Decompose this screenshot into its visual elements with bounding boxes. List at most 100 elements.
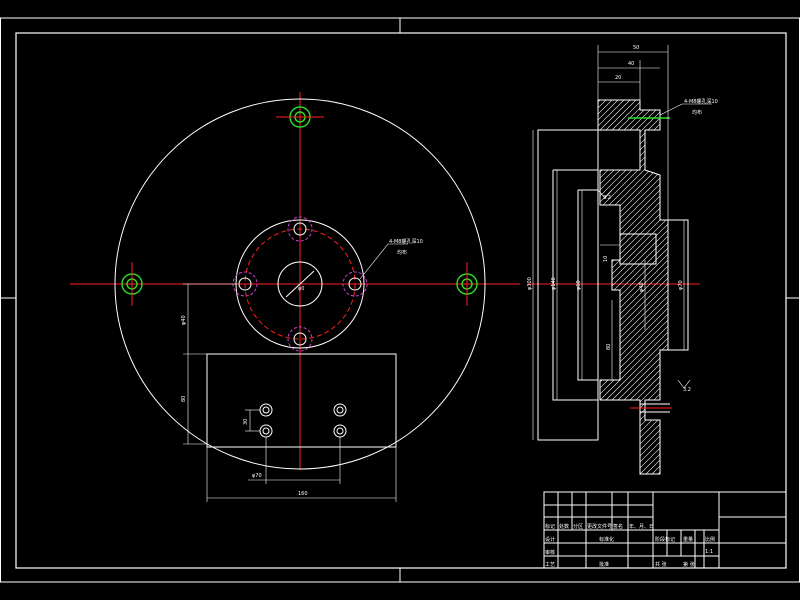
- tb-label-count: 处数: [559, 523, 569, 530]
- roughness-symbol-2: [677, 379, 691, 389]
- hatch-line: [598, 100, 668, 123]
- hatch-line: [598, 293, 668, 405]
- tb-label-mark: 标记: [545, 523, 555, 530]
- tb-sheet-no: 第 张: [683, 561, 695, 568]
- front-hole-callout: 4-M8螺孔深10: [389, 238, 423, 245]
- tb-stage: 阶段标记: [655, 536, 675, 543]
- hatch-line: [590, 0, 700, 92]
- dim-small-label: 10: [603, 256, 609, 262]
- hatch-line: [598, 413, 668, 474]
- hatch-line: [598, 383, 668, 474]
- hatch-line: [590, 0, 700, 86]
- hatch-line: [590, 0, 700, 74]
- hatch-line: [598, 161, 668, 273]
- hatch-line: [598, 425, 668, 474]
- inner-border: [15, 32, 787, 569]
- hatch-line: [590, 0, 700, 98]
- side-dimensions: 50 40 20 4-M8螺孔深10 均布 φ300 φ140 φ60 80 φ…: [527, 45, 718, 440]
- plate-hole-3: [333, 403, 347, 417]
- roughness-2-label: 3.2: [683, 387, 691, 393]
- side-hole-callout: 4-M8螺孔深10: [684, 98, 718, 105]
- hub-hole-counterbore-bottom: [287, 326, 313, 352]
- dim-overall-label: φ300: [527, 277, 533, 290]
- hatch-line: [598, 437, 668, 474]
- hatch-line: [590, 0, 700, 26]
- roughness-symbol-1: [597, 189, 613, 199]
- flange-outer: [537, 129, 599, 441]
- plate-hole-2: [259, 424, 273, 438]
- hatch-line: [598, 299, 668, 411]
- tb-weight: 重量: [683, 536, 693, 543]
- plate-hole-4-inner: [336, 427, 344, 435]
- dim-step-label: 80: [606, 344, 612, 350]
- side-leader: [659, 103, 683, 116]
- tb-label-date: 年、月、日: [629, 523, 654, 530]
- internal-insert: [619, 233, 657, 265]
- plate-hole-1: [259, 403, 273, 417]
- dim-bottom-width-label: 160: [298, 491, 308, 497]
- hub-hole-counterbore-top: [287, 216, 313, 242]
- hatch-line: [598, 100, 668, 129]
- front-hole-callout-2: 均布: [397, 249, 407, 256]
- dim-top-3-label: 20: [615, 75, 621, 81]
- front-dimensions: φ40 80 30 φ70 160: [181, 283, 397, 502]
- hatch-line: [598, 455, 668, 474]
- hatch-line: [598, 377, 668, 474]
- lower-plate-holes: [259, 403, 347, 438]
- hatch-line: [598, 100, 668, 135]
- hub-bolt-circle: [244, 228, 356, 340]
- hub-hole-right: [348, 277, 362, 291]
- mounting-holes: [121, 106, 478, 306]
- side-hole-callout-2: 均布: [692, 109, 702, 116]
- tb-scale: 比例: [705, 536, 715, 543]
- hatch-line: [590, 0, 700, 32]
- bore-label: φ0: [298, 286, 304, 292]
- tb-process: 工艺: [545, 562, 555, 568]
- hatch-line: [598, 100, 668, 141]
- hatch-line: [598, 100, 668, 147]
- lower-plate-outline: [206, 353, 397, 448]
- dim-boss-label: φ70: [678, 280, 684, 290]
- hub-hole-left: [238, 277, 252, 291]
- tb-label-sign: 签名: [613, 523, 623, 530]
- hub-hole-top: [293, 222, 307, 236]
- hatch-line: [598, 419, 668, 474]
- side-view: 50 40 20 4-M8螺孔深10 均布 φ300 φ140 φ60 80 φ…: [527, 0, 718, 475]
- section-outline: [597, 99, 669, 475]
- dim-hole-width-label: φ70: [252, 473, 262, 479]
- hatch-line: [590, 0, 700, 50]
- hatch-line: [598, 365, 668, 474]
- tb-designer: 设计: [545, 536, 555, 543]
- flange-inner-step: [577, 189, 598, 381]
- outer-border: [0, 17, 800, 583]
- front-leader-line: [359, 243, 389, 280]
- dim-hole-spacing-label: 30: [243, 419, 249, 425]
- hub-hole-counterbore-right: [342, 271, 368, 297]
- tb-standard: 标准化: [599, 536, 614, 543]
- tb-label-change: 更改文件号: [587, 523, 612, 530]
- hatch-line: [590, 0, 700, 68]
- dim-top-1-label: 50: [633, 45, 639, 51]
- tb-checker: 审核: [545, 549, 555, 556]
- hatch-line: [590, 0, 700, 14]
- right-boss: [667, 219, 689, 351]
- hatch-line: [590, 0, 700, 20]
- roughness-1-label: 3.2: [603, 195, 611, 201]
- tb-label-zone: 分区: [573, 523, 583, 530]
- hatch-line: [598, 305, 668, 417]
- dim-inner-2-label: φ60: [576, 280, 582, 290]
- hatch-line: [590, 0, 700, 44]
- dim-bore-label: φ40: [639, 282, 645, 292]
- plate-hole-4: [333, 424, 347, 438]
- front-view: φ0 4-M8螺孔深10 均布: [70, 92, 520, 502]
- hatch-line: [590, 0, 700, 56]
- tb-scale-value: 1:1: [705, 549, 713, 555]
- hatch-line: [590, 0, 700, 8]
- hatch-line: [598, 100, 668, 111]
- dim-top-2-label: 40: [628, 61, 634, 67]
- plate-hole-2-inner: [262, 427, 270, 435]
- hatch-line: [598, 155, 668, 267]
- hub-hole-bottom: [293, 332, 307, 346]
- hatch-line: [598, 395, 668, 474]
